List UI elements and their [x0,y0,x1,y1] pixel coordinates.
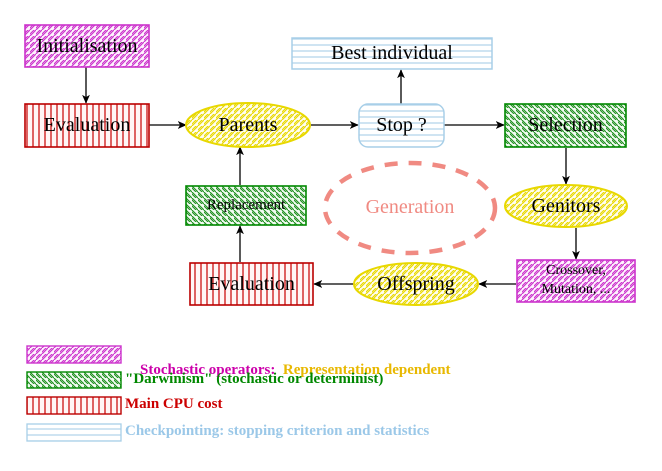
node-stop[interactable] [358,103,445,148]
node-evaluation-bottom[interactable] [189,262,314,306]
legend-label-main-cpu-cost: Main CPU cost [125,396,223,412]
node-offspring[interactable] [353,262,479,306]
legend-label-checkpointing: Checkpointing: stopping criterion and st… [125,423,430,439]
node-parents[interactable] [185,102,311,148]
node-generation [322,160,498,256]
node-selection[interactable] [504,103,627,148]
node-genitors[interactable] [504,184,628,228]
legend-label-representation-dependent: Representation dependent [282,362,451,378]
node-generation-label: Generation [365,196,455,218]
node-initialisation[interactable] [24,24,150,68]
node-evaluation-top[interactable] [24,103,150,148]
legend-label-stochastic-operators-part1: Stochastic operators: [140,362,276,378]
legend-swatch-darwinism [26,371,122,389]
legend-label-stochastic-operators: Stochastic operators: Representation dep… [125,345,451,396]
node-crossover-mutation[interactable] [516,259,636,303]
legend-swatch-main-cpu-cost [26,396,122,415]
legend-swatch-stochastic-operators [26,345,122,364]
node-best-individual[interactable] [291,37,493,70]
legend-label-darwinism: "Darwinism" (stochastic or determinist) [125,371,384,387]
connector-group [82,67,580,288]
node-replacement[interactable] [185,185,307,226]
legend-swatch-checkpointing [26,423,122,442]
